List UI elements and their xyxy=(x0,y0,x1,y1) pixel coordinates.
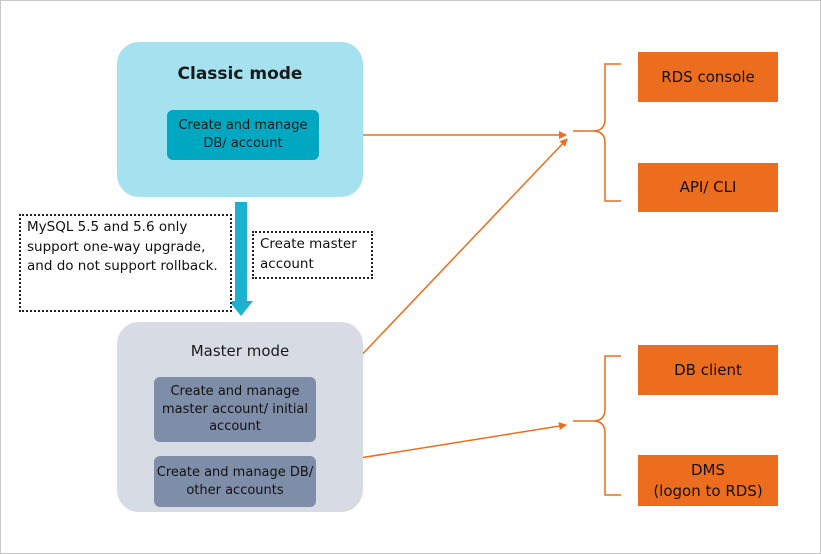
upgrade-arrow-shaft xyxy=(235,202,247,303)
master-account-box: Create and manage master account/ initia… xyxy=(154,377,316,442)
master-mode-title: Master mode xyxy=(190,342,290,360)
rds-console-box: RDS console xyxy=(638,52,778,102)
bracket-upper xyxy=(573,63,621,202)
dms-sublabel: (logon to RDS) xyxy=(653,481,763,500)
create-master-account-note: Create master account xyxy=(252,231,373,279)
api-cli-box: API/ CLI xyxy=(638,163,778,212)
classic-mode-title: Classic mode xyxy=(177,64,303,84)
upgrade-note: MySQL 5.5 and 5.6 only support one-way u… xyxy=(19,214,232,312)
bracket-lower xyxy=(573,355,621,496)
classic-manage-db-account-box: Create and manage DB/ account xyxy=(167,110,319,160)
other-accounts-box: Create and manage DB/ other accounts xyxy=(154,456,316,507)
db-client-box: DB client xyxy=(638,345,778,395)
upgrade-arrow-head xyxy=(229,301,253,316)
dms-label: DMS xyxy=(690,461,725,480)
dms-box: DMS (logon to RDS) xyxy=(638,455,778,506)
